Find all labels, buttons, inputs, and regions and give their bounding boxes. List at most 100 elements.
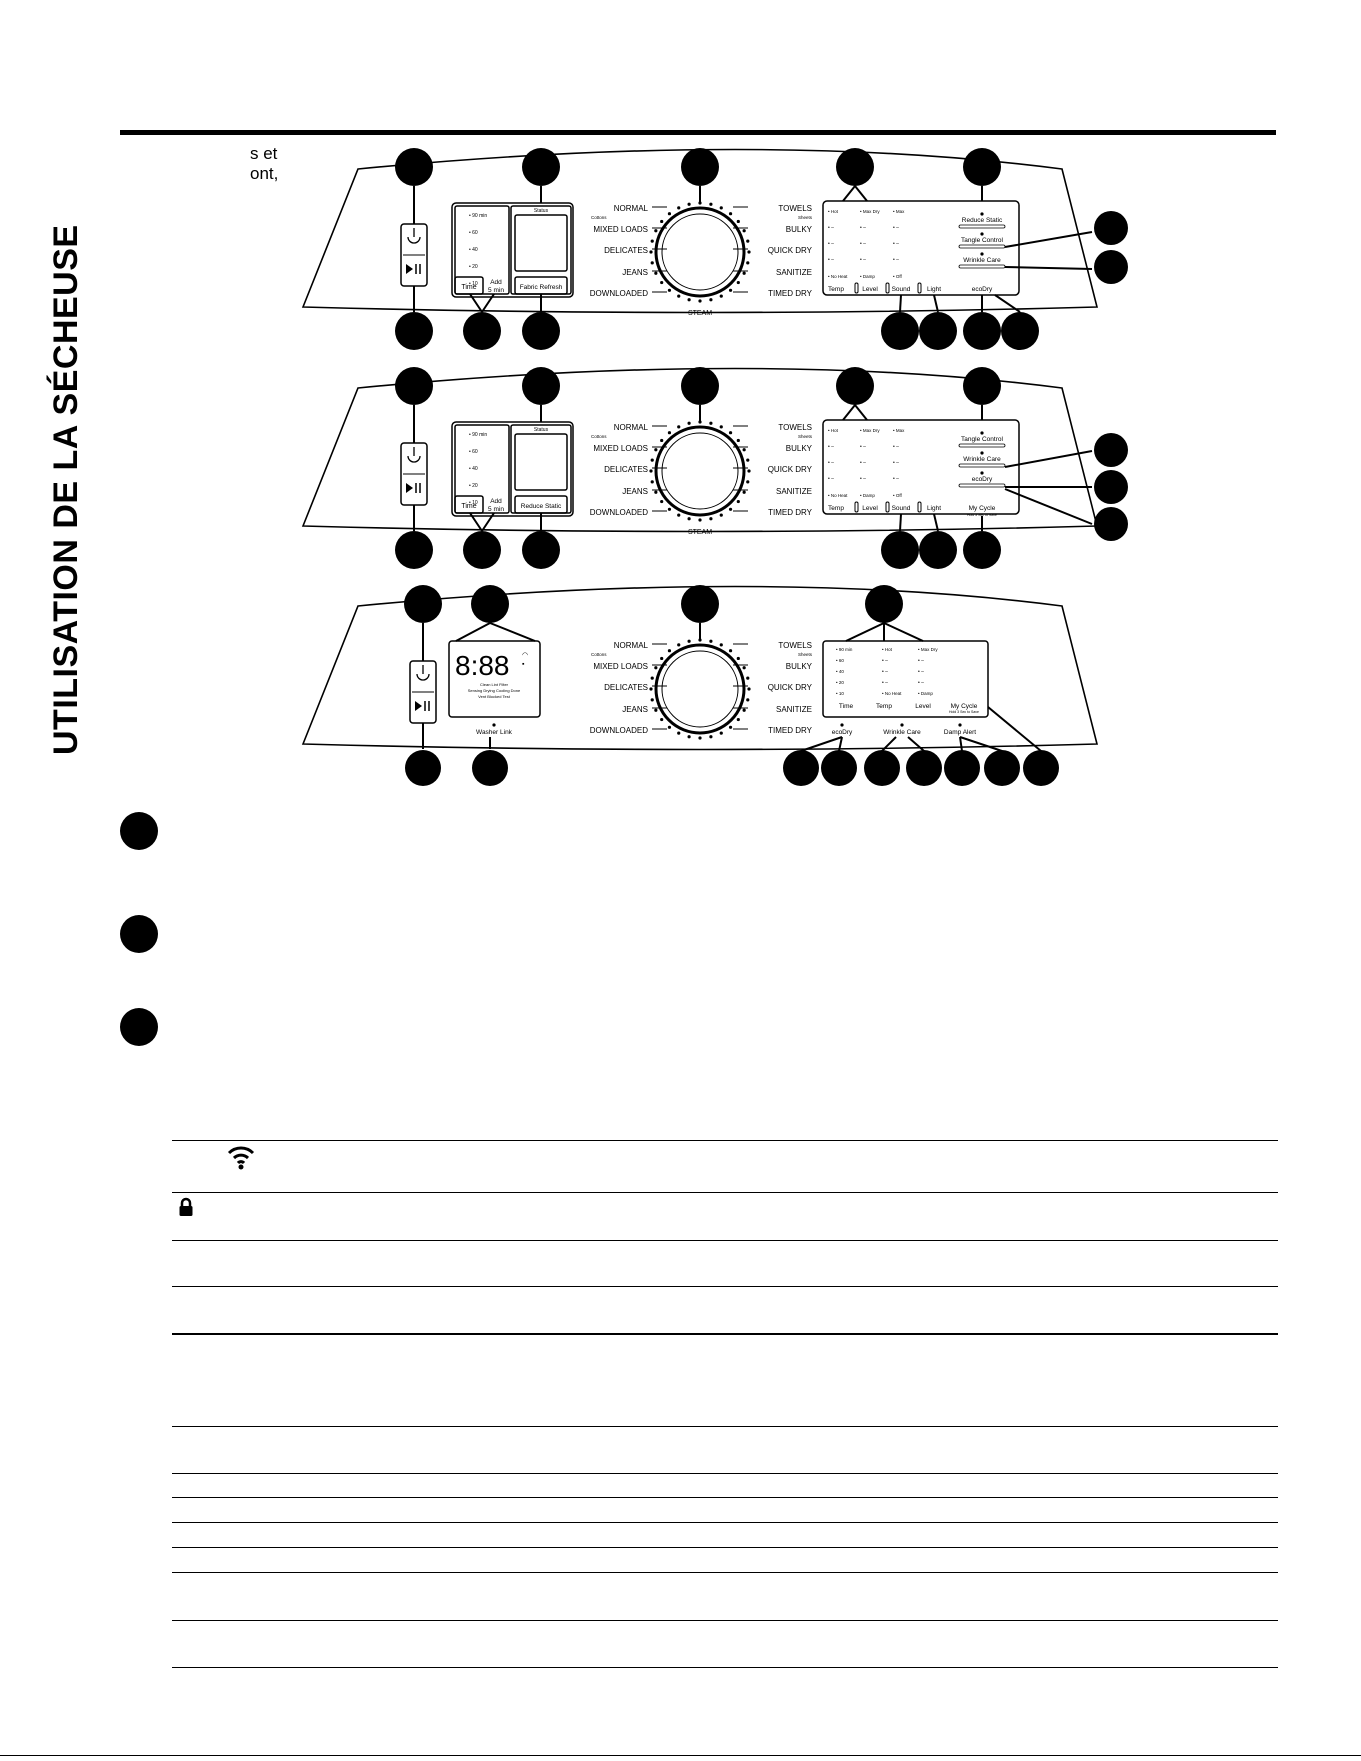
- cycle-label-4: DOWNLOADED: [590, 508, 648, 517]
- cycle-sub-label: Cottons: [591, 215, 607, 220]
- cycle-label-2: DELICATES: [604, 683, 648, 692]
- grid-top-2: • Max: [893, 428, 905, 433]
- callout-circle: [463, 312, 501, 350]
- grid-cell: • –: [918, 669, 924, 675]
- setting-separator: [854, 501, 859, 513]
- callout-circle: [963, 312, 1001, 350]
- indicator-dot: [650, 676, 654, 680]
- option-label-2: ecoDry: [972, 476, 993, 483]
- time-option-1: • 60: [836, 658, 844, 663]
- indicator-dot: [660, 280, 664, 285]
- indicator-dot: [742, 708, 746, 712]
- leader-line: [899, 513, 902, 532]
- callout-circle: [919, 312, 957, 350]
- grid-cell: • –: [893, 225, 899, 231]
- time-option-0: • 90 min: [469, 432, 487, 438]
- grid-cell: • –: [828, 476, 834, 482]
- header-label-1: Temp: [876, 703, 892, 710]
- grid-cell: • –: [860, 444, 866, 450]
- indicator-dot: [719, 206, 723, 210]
- indicator-dot: [747, 469, 751, 473]
- indicator-dot: [742, 271, 746, 275]
- callout-circle: [984, 750, 1020, 786]
- callout-circle: [405, 750, 441, 786]
- table-rule: [172, 1140, 1278, 1141]
- leader-line: [1004, 231, 1093, 248]
- level-top: • Max Dry: [918, 647, 938, 652]
- time-option-0: • 90 min: [836, 647, 853, 652]
- cycle-knob-inner: [661, 213, 739, 291]
- time-option-3: • 20: [836, 680, 844, 685]
- time-button: [454, 495, 484, 514]
- cycle-label-right-4: TIMED DRY: [768, 289, 813, 298]
- setting-label-2: Sound: [892, 505, 911, 512]
- time-option-3: • 20: [469, 483, 478, 489]
- leader-line: [1004, 450, 1093, 468]
- grid-cell: • –: [893, 444, 899, 450]
- add-time-label: 5 min: [488, 506, 504, 513]
- indicator-dot: [650, 458, 654, 462]
- time-option-3: • 20: [469, 264, 478, 270]
- indicator-dot: [980, 451, 984, 455]
- indicator-dot: [980, 212, 984, 216]
- callout-bullet-1: [120, 812, 158, 850]
- indicator-dot: [728, 649, 733, 653]
- option-label-0: Tangle Control: [961, 436, 1003, 443]
- callout-circle: [906, 750, 942, 786]
- indicator-dot: [980, 252, 984, 256]
- callout-circle: [1094, 211, 1128, 245]
- leader-line: [854, 404, 868, 421]
- panel-outline: [301, 585, 1099, 751]
- cycle-label-3: JEANS: [622, 268, 648, 277]
- indicator-dot: [709, 202, 713, 206]
- grid-cell: • –: [893, 476, 899, 482]
- indicator-dot: [709, 735, 713, 739]
- grid-cell: • –: [828, 257, 834, 263]
- power-icon: [416, 673, 430, 681]
- indicator-dot: [660, 656, 664, 661]
- option-label-1: Tangle Control: [961, 237, 1003, 244]
- indicator-dot: [742, 229, 746, 233]
- grid-top-0: • Hot: [828, 428, 839, 433]
- indicator-dot: [667, 649, 672, 653]
- leader-line: [455, 622, 491, 642]
- indicator-dot: [980, 431, 984, 435]
- play-pause-icon: [406, 483, 413, 493]
- indicator-dot: [840, 723, 844, 727]
- option-label-1: Wrinkle Care: [963, 456, 1001, 463]
- settings-box: [822, 419, 1020, 515]
- callout-circle: [944, 750, 980, 786]
- indicator-dot: [728, 212, 733, 216]
- setting-separator: [885, 282, 890, 294]
- indicator-dot: [677, 731, 681, 735]
- indicator-dot: [742, 666, 746, 670]
- time-button-label: Time: [461, 503, 476, 510]
- table-rule: [172, 1620, 1278, 1621]
- table-rule: [172, 1547, 1278, 1548]
- callout-circle: [836, 148, 874, 186]
- table-rule: [172, 1240, 1278, 1241]
- option-label-0: Reduce Static: [962, 217, 1003, 224]
- grid-cell: • –: [918, 658, 924, 664]
- display-lock-icon: ▪: [522, 661, 525, 668]
- setting-label-1: Level: [862, 505, 878, 512]
- callout-circle: [471, 585, 509, 623]
- callout-circle: [1094, 250, 1128, 284]
- callout-circle: [681, 367, 719, 405]
- callout-circle: [1094, 433, 1128, 467]
- grid-bottom-1: • Damp: [860, 493, 875, 498]
- indicator-dot: [667, 507, 672, 511]
- my-cycle-sub: Hold 3 Sec to Save: [949, 710, 979, 714]
- indicator-dot: [677, 513, 681, 517]
- time-option-4: • 10: [469, 281, 478, 287]
- indicator-dot: [677, 643, 681, 647]
- grid-bottom-0: • No Heat: [828, 493, 848, 498]
- indicator-dot: [747, 687, 751, 691]
- table-rule: [172, 1192, 1278, 1193]
- indicator-dot: [746, 698, 750, 702]
- setting-label-4: My Cycle: [969, 505, 996, 512]
- callout-circle: [963, 367, 1001, 405]
- washer-link-label: Washer Link: [476, 729, 513, 736]
- setting-label-0: Temp: [828, 286, 844, 293]
- grid-cell: • –: [828, 225, 834, 231]
